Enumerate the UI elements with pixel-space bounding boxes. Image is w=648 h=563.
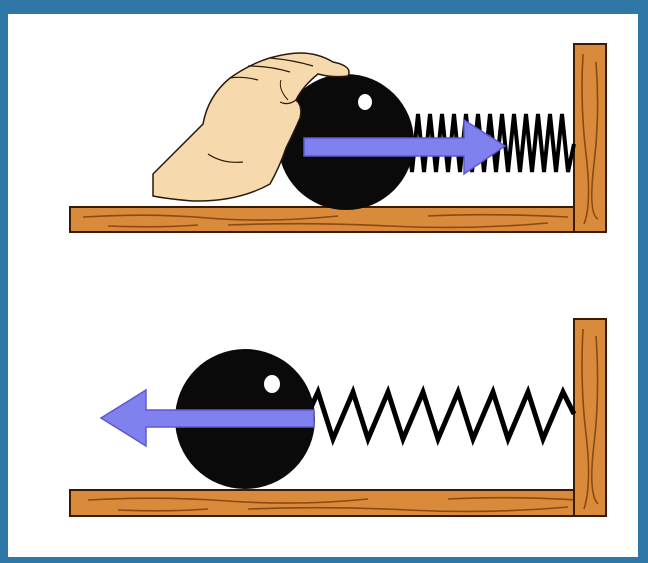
spring-ball-diagram — [8, 14, 638, 557]
wall-top — [574, 44, 606, 232]
wall-bottom — [574, 319, 606, 516]
spring-extended — [308, 392, 574, 439]
scene-released — [70, 319, 606, 516]
floor-board-top — [70, 207, 606, 232]
scene-compressed — [70, 44, 606, 232]
diagram-canvas — [8, 14, 638, 557]
floor-board-bottom — [70, 490, 606, 516]
